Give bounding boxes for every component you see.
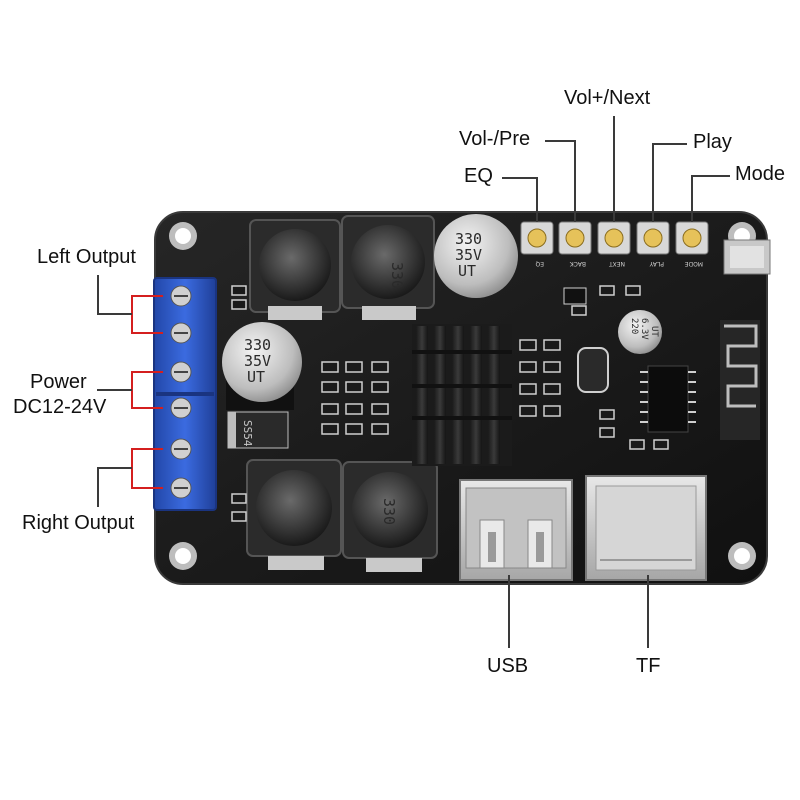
terminal-screw[interactable] xyxy=(170,477,192,499)
mounting-holes xyxy=(169,222,756,570)
inductor-marking: 330 xyxy=(388,262,406,289)
eq-leader xyxy=(502,177,538,222)
screw-terminal-block xyxy=(153,277,217,511)
vol-plus-next-label: Vol+/Next xyxy=(564,87,651,109)
usb-label: USB xyxy=(487,655,529,677)
mode-leader xyxy=(691,175,730,222)
mode-label: Mode xyxy=(735,163,786,185)
vol-minus-pre-label: Vol-/Pre xyxy=(459,128,531,150)
right-output-label: Right Output xyxy=(22,512,135,534)
inductor xyxy=(249,219,341,320)
push-button-next[interactable] xyxy=(597,221,631,255)
cap-marking: 330 xyxy=(455,230,482,248)
smd-components xyxy=(231,285,669,522)
heatsink xyxy=(412,324,512,466)
cap-marking: 220 xyxy=(629,318,639,334)
power-voltage-label: DC12-24V xyxy=(13,396,107,418)
inductor-marking: 330 xyxy=(380,498,398,525)
silk-label: PLAY xyxy=(649,260,664,267)
eq-label: EQ xyxy=(464,165,493,187)
silk-label: EQ xyxy=(535,260,544,267)
callout-lines xyxy=(97,116,730,648)
button-silkscreen: EQ BACK NEXT PLAY MODE xyxy=(535,260,703,267)
silk-label: NEXT xyxy=(609,260,625,267)
inductor: 330 xyxy=(341,215,435,320)
capacitor-large-left: 330 35V UT xyxy=(222,322,302,410)
cap-marking: 35V xyxy=(455,246,482,264)
inductor: 330 xyxy=(342,461,438,572)
push-button-back[interactable] xyxy=(558,221,592,255)
terminal-screw[interactable] xyxy=(170,322,192,344)
cap-marking: UT xyxy=(649,326,659,337)
right-output-leader xyxy=(97,467,132,507)
diode: SS54 xyxy=(227,411,289,449)
terminal-screw[interactable] xyxy=(170,285,192,307)
push-button-mode[interactable] xyxy=(675,221,709,255)
usb-port[interactable] xyxy=(459,479,573,581)
mounting-hole xyxy=(728,542,756,570)
antenna-trace xyxy=(720,320,760,440)
push-button-play[interactable] xyxy=(636,221,670,255)
cap-marking: UT xyxy=(247,368,265,386)
inductor xyxy=(246,459,342,570)
crystal-oscillator xyxy=(577,347,609,393)
power-label: Power xyxy=(30,371,87,393)
decoder-chip xyxy=(640,365,696,433)
push-button-eq[interactable] xyxy=(520,221,554,255)
mounting-hole xyxy=(169,542,197,570)
capacitor-large-top: 330 35V UT xyxy=(434,214,518,298)
play-label: Play xyxy=(693,131,732,153)
silk-label: BACK xyxy=(569,260,586,267)
diode-marking: SS54 xyxy=(241,420,254,447)
silk-label: MODE xyxy=(684,260,703,267)
terminal-screw[interactable] xyxy=(170,361,192,383)
vol-minus-leader xyxy=(545,140,576,222)
side-connector xyxy=(723,239,771,275)
terminal-screw[interactable] xyxy=(170,397,192,419)
cap-marking: UT xyxy=(458,262,476,280)
mounting-hole xyxy=(169,222,197,250)
play-leader xyxy=(652,143,687,222)
left-output-leader xyxy=(97,275,132,315)
left-output-label: Left Output xyxy=(37,246,136,268)
cap-marking: 35V xyxy=(244,352,271,370)
transistor xyxy=(563,287,587,305)
terminal-screw[interactable] xyxy=(170,438,192,460)
tf-card-slot[interactable] xyxy=(585,475,707,581)
capacitor-small: 220 6.3V UT xyxy=(618,310,662,354)
cap-marking: 330 xyxy=(244,336,271,354)
tf-label: TF xyxy=(636,655,661,677)
cap-marking: 6.3V xyxy=(639,318,649,340)
